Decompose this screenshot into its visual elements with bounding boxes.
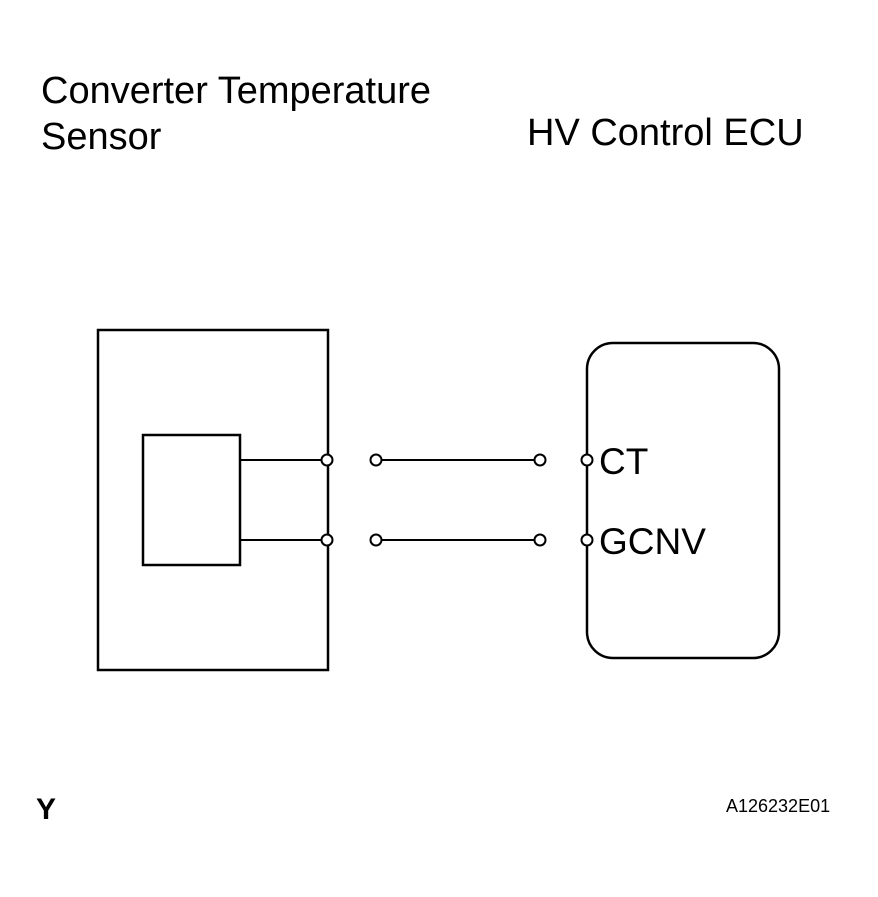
figure-id: A126232E01 — [726, 796, 831, 816]
sensor-terminal-ct — [320, 453, 334, 467]
pin-label-ct: CT — [599, 441, 648, 482]
thermistor-element — [141, 433, 242, 567]
harness-connector-sensor-side-ct — [369, 453, 383, 467]
pin-label-gcnv: GCNV — [599, 521, 706, 562]
ecu-terminal-ct — [580, 453, 594, 467]
sensor-title-line1: Converter Temperature — [41, 70, 432, 112]
ecu-terminal-gcnv — [580, 533, 594, 547]
harness-connector-sensor-side-gcnv — [369, 533, 383, 547]
harness-connector-ecu-side-gcnv — [533, 533, 547, 547]
sensor-housing — [96, 328, 330, 672]
harness-connector-ecu-side-ct — [533, 453, 547, 467]
ecu-housing — [585, 341, 781, 660]
sensor-title: Converter Temperature Sensor — [41, 68, 431, 160]
sensor-terminal-gcnv — [320, 533, 334, 547]
sensor-title-line2: Sensor — [41, 116, 162, 158]
ecu-title: HV Control ECU — [527, 112, 804, 154]
footer-code: Y — [36, 793, 57, 826]
